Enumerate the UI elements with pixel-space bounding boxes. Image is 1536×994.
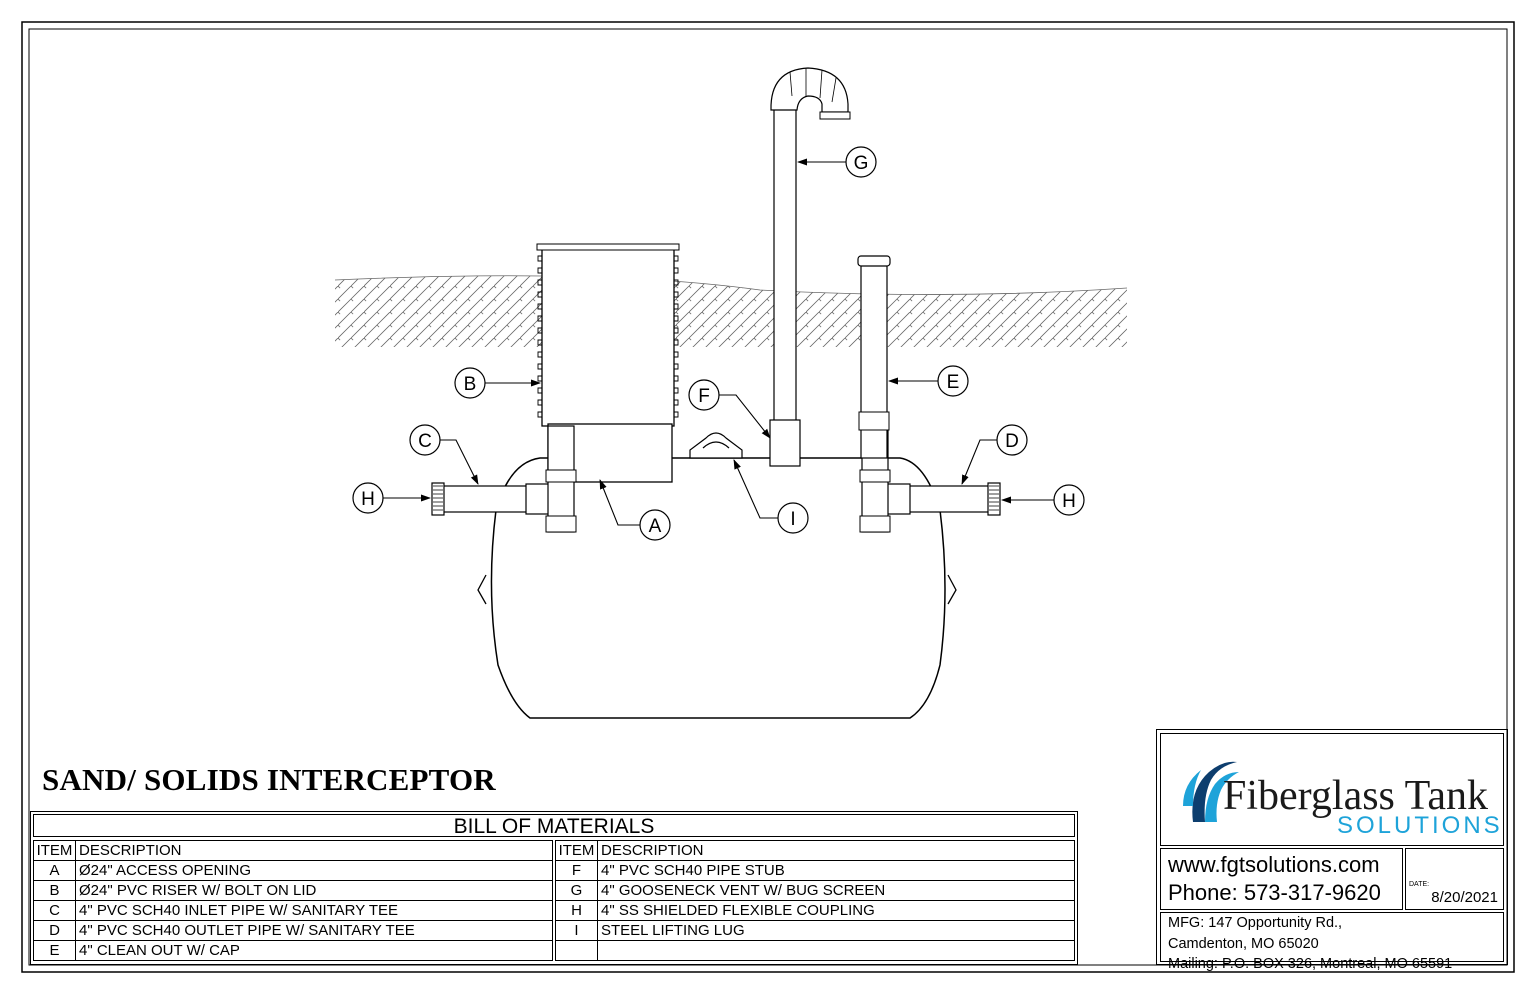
bom-item-code: D [33,920,76,941]
svg-text:D: D [1005,431,1019,452]
phone-text: Phone: 573-317-9620 [1168,880,1381,905]
svg-text:H: H [361,489,375,510]
svg-text:I: I [790,509,795,530]
callout-h-left: H [352,482,431,514]
side-lug-left [477,574,487,605]
callout-b: B [454,367,541,399]
bom-item-description: Ø24" ACCESS OPENING [75,860,553,881]
date-cell: DATE: 8/20/2021 [1405,848,1504,910]
callout-f: F [688,379,771,439]
bom-title: BILL OF MATERIALS [33,814,1075,838]
side-lug-right [947,574,957,605]
bom-item-description: 4" SS SHIELDED FLEXIBLE COUPLING [597,900,1075,921]
bom-item-code: C [33,900,76,921]
inlet-pipe [431,425,577,533]
date-label: DATE: [1409,881,1430,888]
bom-item-code: F [555,860,598,881]
bom-item-description: 4" PVC SCH40 INLET PIPE W/ SANITARY TEE [75,900,553,921]
callout-i: I [733,459,809,534]
pvc-riser [536,243,680,427]
column-header-item: ITEM [555,840,598,861]
bom-item-description: 4" CLEAN OUT W/ CAP [75,940,553,961]
callout-a: A [599,479,671,541]
svg-text:A: A [649,516,662,537]
svg-text:C: C [418,431,432,452]
bom-item-description: Ø24" PVC RISER W/ BOLT ON LID [75,880,553,901]
callout-c: C [409,424,479,485]
contact-info: www.fgtsolutions.com Phone: 573-317-9620 [1160,848,1403,910]
soil-ground [334,275,1128,347]
column-header-description: DESCRIPTION [597,840,1075,861]
drawing-title: SAND/ SOLIDS INTERCEPTOR [42,762,496,797]
svg-text:B: B [464,374,477,395]
table-row: ITEM DESCRIPTION [555,840,1075,861]
svg-text:G: G [854,153,869,174]
bom-item-description: 4" GOOSENECK VENT W/ BUG SCREEN [597,880,1075,901]
bom-item-code: G [555,880,598,901]
bom-item-code: I [555,920,598,941]
callout-d: D [961,424,1028,485]
svg-text:E: E [947,372,960,393]
table-row [555,940,1075,961]
column-header-description: DESCRIPTION [75,840,553,861]
bom-item-code: B [33,880,76,901]
inner-border [28,28,1508,966]
bom-item-description [597,940,1075,961]
svg-text:F: F [698,386,710,407]
table-row: ITEM DESCRIPTION [33,840,553,861]
address-line: Camdenton, MO 65020 [1168,935,1319,952]
bom-item-code: E [33,940,76,961]
logo-company-subtitle: SOLUTIONS [1337,812,1503,839]
address-line: MFG: 147 Opportunity Rd., [1168,915,1343,931]
address-block: MFG: 147 Opportunity Rd., Camdenton, MO … [1160,912,1504,972]
svg-text:H: H [1062,491,1076,512]
bom-item-description: STEEL LIFTING LUG [597,920,1075,941]
clean-out-pipe [857,255,891,459]
company-logo: Fiberglass Tank SOLUTIONS [1160,733,1504,846]
bom-item-description: 4" PVC SCH40 OUTLET PIPE W/ SANITARY TEE [75,920,553,941]
column-header-item: ITEM [33,840,76,861]
lifting-lug [689,432,743,459]
bom-item-code: A [33,860,76,881]
date-value: 8/20/2021 [1431,889,1498,906]
bom-item-code [555,940,598,961]
callout-g: G [797,146,877,178]
bom-item-description: 4" PVC SCH40 PIPE STUB [597,860,1075,881]
callout-h-right: H [1001,484,1085,516]
logo-company-name: Fiberglass Tank [1223,773,1489,819]
logo-swoosh-icon [1183,761,1239,822]
bom-item-code: H [555,900,598,921]
gooseneck-vent [769,67,851,467]
address-line: Mailing: P.O. BOX 326, Montreal, MO 6559… [1168,956,1453,972]
website-text: www.fgtsolutions.com [1168,852,1380,877]
outer-border [21,21,1515,973]
title-block: Fiberglass Tank SOLUTIONS www.fgtsolutio… [1156,729,1508,972]
callout-e: E [888,365,969,397]
